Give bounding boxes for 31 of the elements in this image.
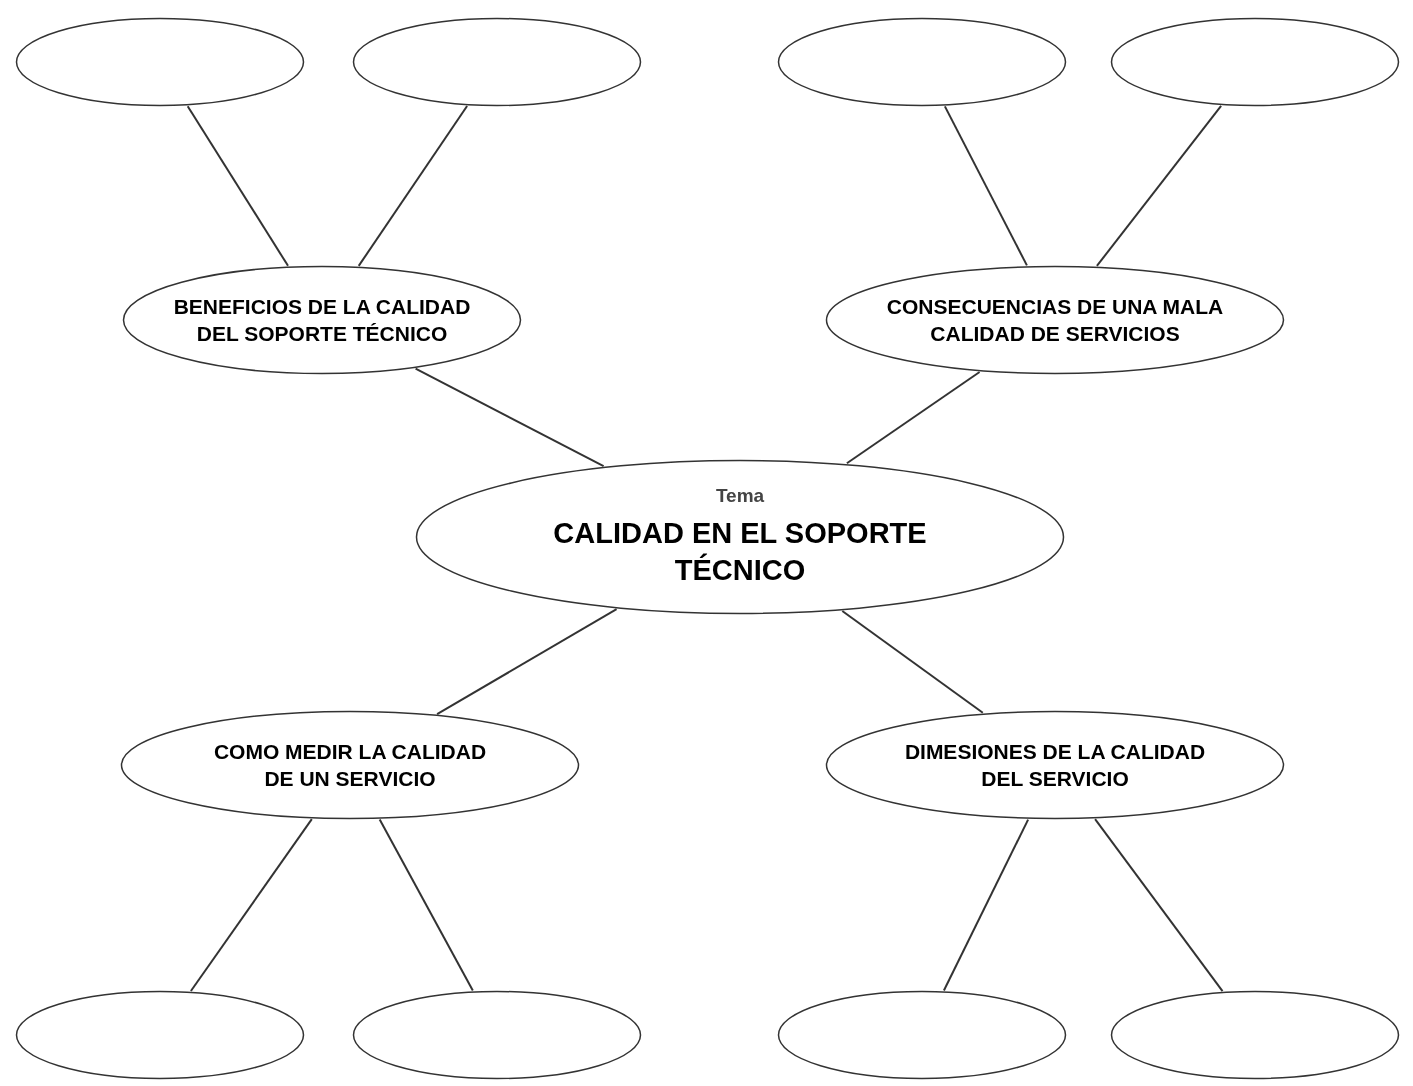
subtopic-text: COMO MEDIR LA CALIDAD DE UN SERVICIO [212, 738, 488, 792]
subtopic-ellipse [120, 710, 580, 820]
subtopic-text: DIMESIONES DE LA CALIDAD DEL SERVICIO [903, 738, 1207, 792]
empty-ellipse [777, 990, 1067, 1080]
empty-ellipse [352, 17, 642, 107]
central-topic-text: CALIDAD EN EL SOPORTE TÉCNICO [552, 515, 928, 589]
connector-line [186, 105, 289, 267]
subtopic-ellipse [825, 265, 1285, 375]
connector-line [189, 818, 313, 992]
connector-line [357, 105, 469, 267]
empty-ellipse [352, 990, 642, 1080]
connector-line [414, 367, 605, 468]
empty-ellipse [777, 17, 1067, 107]
connector-line [1095, 104, 1223, 267]
subtopic-text: BENEFICIOS DE LA CALIDAD DEL SOPORTE TÉCNICO [172, 293, 472, 347]
subtopic-text: CONSECUENCIAS DE UNA MALA CALIDAD DE SERVICIOS [885, 293, 1225, 347]
subtopic-ellipse [122, 265, 522, 375]
connector-line [436, 608, 618, 716]
connector-line [1094, 818, 1224, 993]
connector-line [845, 371, 981, 465]
subtopic-ellipse [825, 710, 1285, 820]
empty-ellipse [15, 990, 305, 1080]
connector-line [841, 610, 984, 714]
connector-line [942, 818, 1030, 992]
connector-line [378, 818, 474, 992]
empty-ellipse [1110, 17, 1400, 107]
empty-ellipse [15, 17, 305, 107]
connector-line [943, 105, 1028, 267]
topic-heading: Tema [715, 483, 765, 508]
empty-ellipse [1110, 990, 1400, 1080]
central-topic-ellipse [415, 459, 1065, 615]
